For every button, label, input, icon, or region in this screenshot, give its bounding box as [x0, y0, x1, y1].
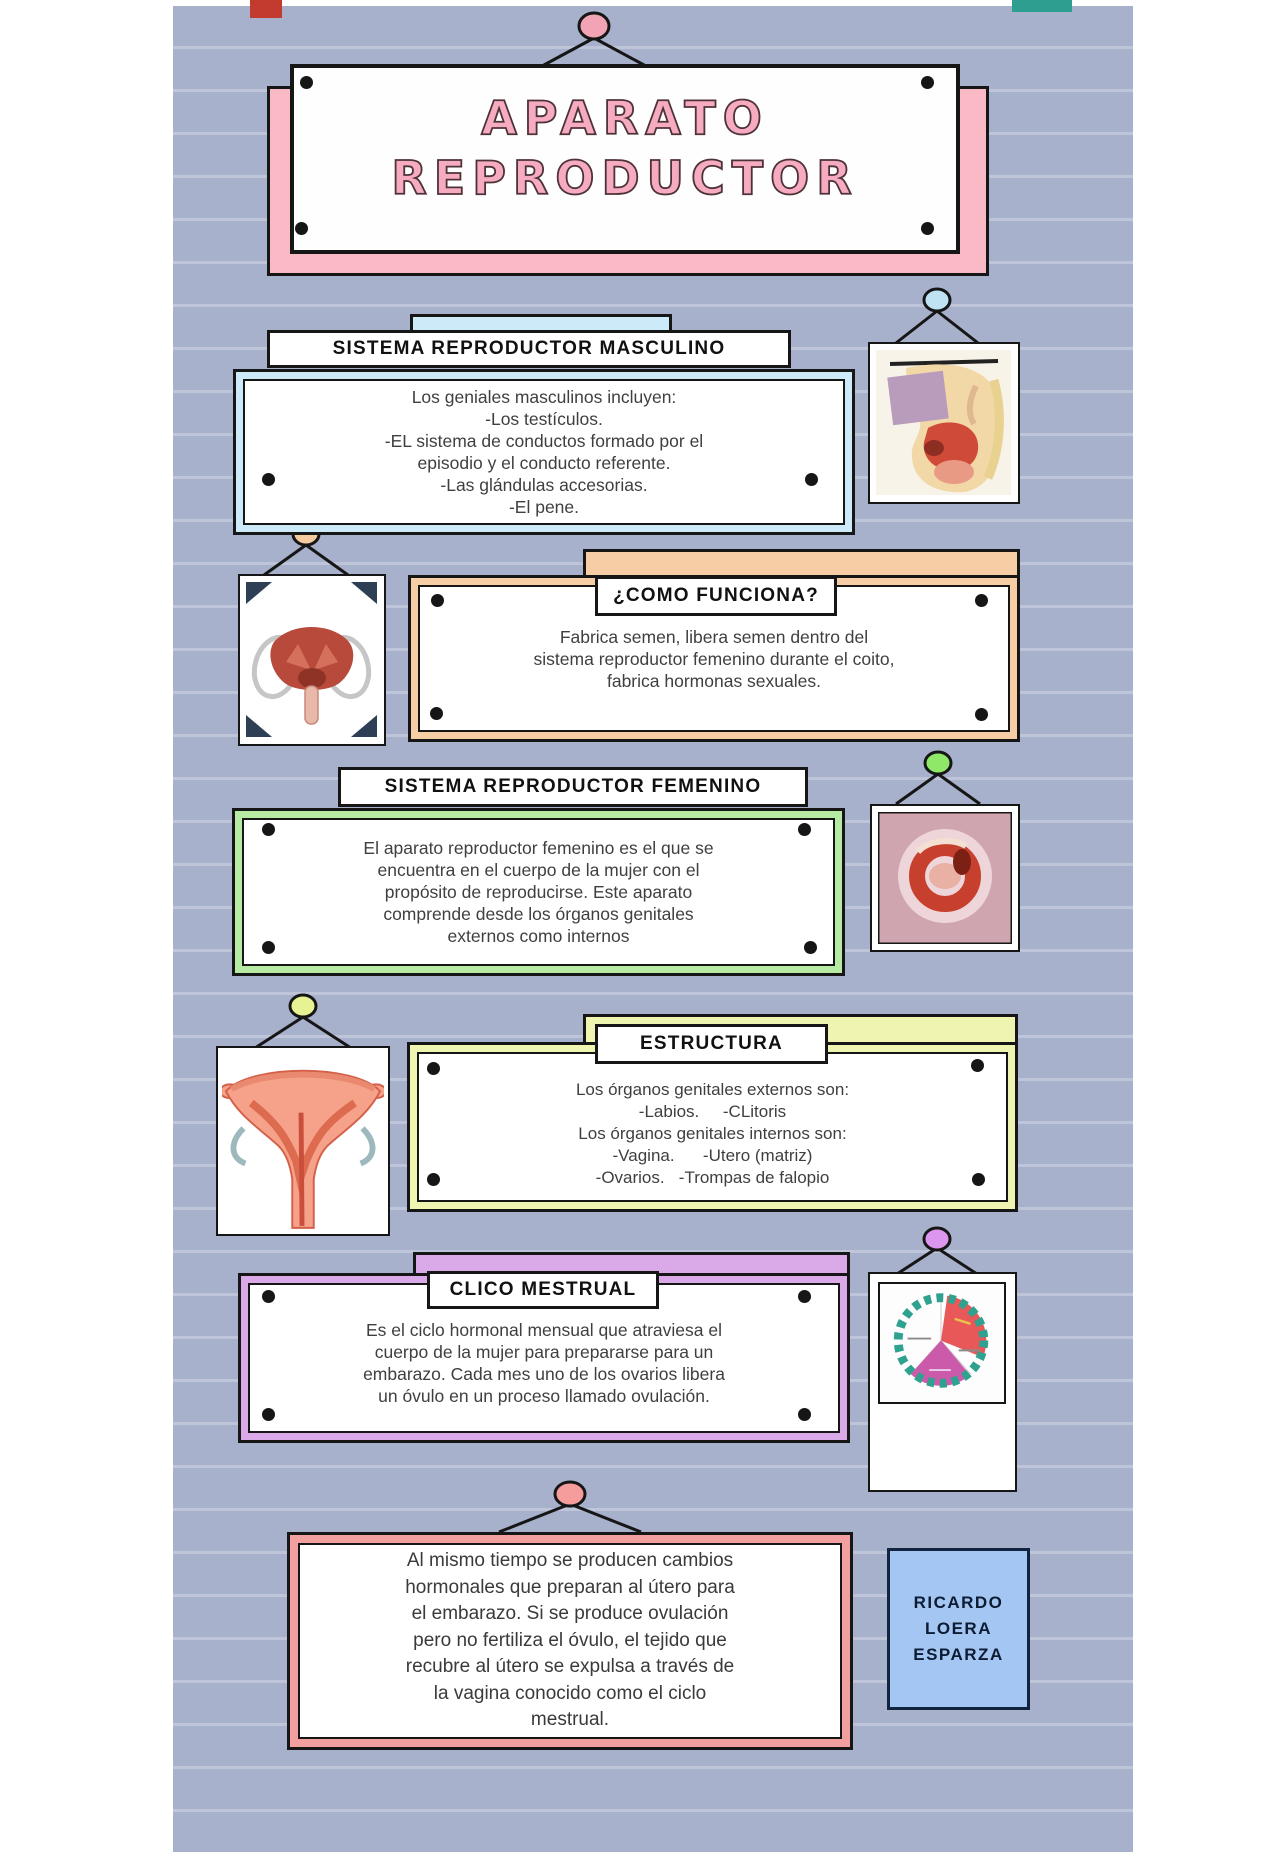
teal-corner-strip [1012, 0, 1072, 12]
corner-dot [262, 823, 275, 836]
female-circle-photo [870, 804, 1020, 952]
corner-dot [427, 1062, 440, 1075]
femenino-photo-pin-icon [895, 750, 981, 806]
corner-dot [262, 1290, 275, 1303]
femenino-header-label: SISTEMA REPRODUCTOR FEMENINO [384, 776, 762, 797]
estructura-header-label: ESTRUCTURA [640, 1033, 783, 1054]
funciona-header-label: ¿COMO FUNCIONA? [613, 585, 819, 606]
corner-dot [262, 1408, 275, 1421]
title-board [290, 64, 960, 254]
male-front-illustration [246, 582, 377, 737]
male-sagittal-photo [868, 342, 1020, 504]
corner-dot [427, 1173, 440, 1186]
corner-dot [975, 594, 988, 607]
corner-dot [300, 76, 313, 89]
corner-dot [921, 76, 934, 89]
uterus-illustration [222, 1052, 384, 1230]
title-line-2: REPRODUCTOR [390, 150, 859, 206]
red-corner-strip [250, 0, 282, 18]
corner-dot [972, 1173, 985, 1186]
corner-dot [921, 222, 934, 235]
estructura-box: Los órganos genitales externos son: -Lab… [407, 1042, 1018, 1212]
corner-dot [431, 594, 444, 607]
author-name: RICARDO LOERA ESPARZA [913, 1593, 1004, 1664]
femenino-box: El aparato reproductor femenino es el qu… [232, 808, 845, 976]
corner-dot [430, 707, 443, 720]
corner-dot [805, 473, 818, 486]
masculino-photo-pin-icon [895, 287, 979, 345]
masculino-header-label: SISTEMA REPRODUCTOR MASCULINO [332, 338, 726, 359]
page-title: APARATO REPRODUCTOR [290, 88, 960, 208]
masculino-header: SISTEMA REPRODUCTOR MASCULINO [267, 330, 791, 368]
estructura-body-text: Los órganos genitales externos son: -Lab… [575, 1080, 850, 1187]
uterus-photo [216, 1046, 390, 1236]
estructura-photo-pin-icon [254, 993, 352, 1050]
corner-dot [262, 941, 275, 954]
estructura-header: ESTRUCTURA [595, 1024, 828, 1064]
final-note-pin-icon [498, 1480, 642, 1534]
mestrual-box: Es el ciclo hormonal mensual que atravie… [238, 1273, 850, 1443]
corner-dot [798, 1290, 811, 1303]
final-note-box: Al mismo tiempo se producen cambios horm… [287, 1532, 853, 1750]
corner-dot [262, 473, 275, 486]
corner-dot [295, 222, 308, 235]
male-front-photo [238, 574, 386, 746]
mestrual-header: CLICO MESTRUAL [427, 1271, 659, 1309]
funciona-body-text: Fabrica semen, libera semen dentro del s… [533, 626, 895, 691]
cycle-wheel-photo [868, 1272, 1017, 1492]
male-sagittal-illustration [876, 350, 1011, 495]
femenino-header: SISTEMA REPRODUCTOR FEMENINO [338, 767, 808, 807]
mestrual-photo-pin-icon [896, 1226, 978, 1276]
title-line-1: APARATO [480, 90, 769, 146]
corner-dot [975, 708, 988, 721]
masculino-box: Los geniales masculinos incluyen: -Los t… [233, 369, 855, 535]
female-circle-illustration [878, 812, 1012, 944]
masculino-body-text: Los geniales masculinos incluyen: -Los t… [384, 387, 704, 517]
author-credit-box: RICARDO LOERA ESPARZA [887, 1548, 1030, 1710]
final-body-text: Al mismo tiempo se producen cambios horm… [405, 1550, 735, 1731]
funciona-header: ¿COMO FUNCIONA? [595, 576, 837, 616]
mestrual-header-label: CLICO MESTRUAL [449, 1279, 637, 1300]
corner-dot [798, 823, 811, 836]
corner-dot [804, 941, 817, 954]
mestrual-body-text: Es el ciclo hormonal mensual que atravie… [363, 1320, 725, 1406]
corner-dot [971, 1059, 984, 1072]
cycle-wheel-illustration [880, 1287, 1003, 1398]
corner-dot [798, 1408, 811, 1421]
femenino-body-text: El aparato reproductor femenino es el qu… [363, 838, 714, 946]
